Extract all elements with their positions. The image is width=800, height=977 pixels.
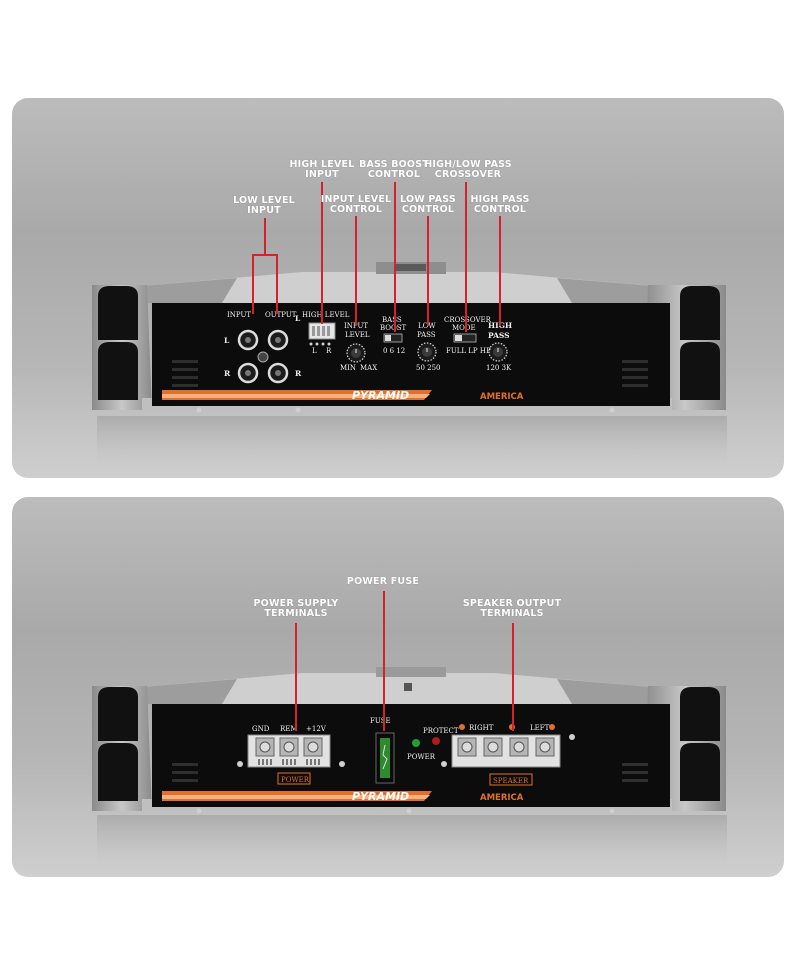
label-bass-1: BASS (382, 316, 402, 324)
label-power-led: POWER (407, 753, 436, 761)
lead-crossover (465, 182, 467, 332)
rca-jacks[interactable] (237, 329, 289, 384)
heatsink-top-bottom (122, 673, 672, 704)
label-low-scale: 50 250 (416, 364, 441, 372)
label-input: INPUT (227, 311, 251, 319)
brand-america-bottom: AMERICA (480, 793, 524, 803)
label-12v: +12V (306, 725, 327, 733)
label-high-level: HIGH LEVEL (302, 311, 350, 319)
speaker-label-box (489, 773, 533, 786)
label-rem: REM (280, 725, 298, 733)
label-l: L (224, 336, 230, 345)
label-cross-scale: FULL LP HP (446, 347, 491, 355)
fuse-holder[interactable] (375, 732, 395, 784)
crossover-mode-switch[interactable] (453, 333, 477, 343)
high-pass-knob[interactable] (488, 342, 508, 362)
label-left: LEFT (530, 724, 550, 732)
label-r: R (224, 369, 231, 378)
top-amplifier-illustration: INPUT OUTPUT HIGH LEVEL L R R L L R INPU… (92, 262, 727, 466)
lead-power-fuse (383, 591, 385, 731)
lead-high-level (321, 182, 323, 324)
lead-power-supply (295, 623, 297, 731)
callout-power-supply-terminals: POWER SUPPLY TERMINALS (253, 598, 339, 619)
label-r-out: R (295, 369, 302, 378)
lead-low-pass (427, 216, 429, 326)
lead-bass-boost (394, 182, 396, 332)
callout-low-level-input: LOW LEVEL INPUT (233, 195, 295, 216)
speaker-terminal-block[interactable] (451, 734, 561, 768)
label-min: MIN (340, 364, 356, 372)
label-fuse: FUSE (370, 717, 391, 725)
label-right: RIGHT (469, 724, 494, 732)
label-protect: PROTECT (423, 727, 459, 735)
power-terminal-block[interactable] (247, 734, 331, 768)
label-bass-2: BOOST (380, 324, 407, 332)
amp-face-bottom (152, 704, 670, 807)
label-bass-scale: 0 6 12 (383, 347, 405, 355)
amp-reflection (97, 416, 727, 466)
label-cross-2: MODE (452, 324, 476, 332)
label-l-out: L (295, 314, 301, 323)
callout-input-level-control: INPUT LEVEL CONTROL (320, 194, 392, 215)
face-screws (196, 407, 615, 413)
label-hl-l: L (312, 347, 317, 355)
brand-logo-bottom: PYRAMID (352, 790, 409, 803)
label-input-level-1: INPUT (344, 322, 368, 330)
label-low-2: PASS (417, 331, 436, 339)
brand-america: AMERICA (480, 392, 524, 402)
protect-led (432, 737, 440, 745)
power-led (412, 739, 420, 747)
callout-high-pass-control: HIGH PASS CONTROL (470, 194, 530, 215)
label-high-2: PASS (488, 331, 510, 340)
lead-speaker-output (512, 623, 514, 731)
brand-logo: PYRAMID (352, 389, 409, 402)
callout-high-level-input: HIGH LEVEL INPUT (289, 159, 355, 180)
callout-power-fuse: POWER FUSE (346, 576, 420, 587)
bottom-amplifier-illustration: GND REM +12V POWER FUSE PROTECT POWER RI… (92, 667, 727, 865)
label-speaker: SPEAKER (493, 777, 529, 785)
lead-high-pass (499, 216, 501, 326)
callout-speaker-output-terminals: SPEAKER OUTPUT TERMINALS (462, 598, 562, 619)
bass-boost-switch[interactable] (383, 333, 403, 343)
label-cross-1: CROSSOVER (444, 316, 492, 324)
label-gnd: GND (252, 725, 270, 733)
input-level-knob[interactable] (346, 343, 366, 363)
lead-low-level-l (252, 254, 254, 314)
label-input-level-2: LEVEL (345, 331, 370, 339)
label-power: POWER (281, 776, 310, 784)
amp-reflection-bottom (97, 815, 727, 865)
label-high-scale: 120 3K (486, 364, 512, 372)
right-plus-icon (459, 724, 465, 730)
callout-bass-boost-control: BASS BOOST CONTROL (359, 159, 429, 180)
amp-face (152, 303, 670, 406)
label-low-1: LOW (418, 322, 436, 330)
heatsink-top (122, 272, 672, 303)
power-label-box (277, 772, 311, 785)
label-output: OUTPUT (265, 311, 297, 319)
lead-low-level (264, 218, 266, 256)
callout-low-pass-control: LOW PASS CONTROL (400, 194, 456, 215)
lead-low-level-r (276, 254, 278, 314)
top-amplifier-panel: INPUT OUTPUT HIGH LEVEL L R R L L R INPU… (12, 98, 784, 478)
low-pass-knob[interactable] (417, 342, 437, 362)
label-max: MAX (360, 364, 377, 372)
label-hl-r: R (326, 347, 332, 355)
lead-low-level-bar (252, 254, 278, 256)
left-minus-icon (549, 724, 555, 730)
bottom-amplifier-panel: GND REM +12V POWER FUSE PROTECT POWER RI… (12, 497, 784, 877)
lead-input-level (355, 216, 357, 326)
callout-crossover: HIGH/LOW PASS CROSSOVER (424, 159, 512, 180)
